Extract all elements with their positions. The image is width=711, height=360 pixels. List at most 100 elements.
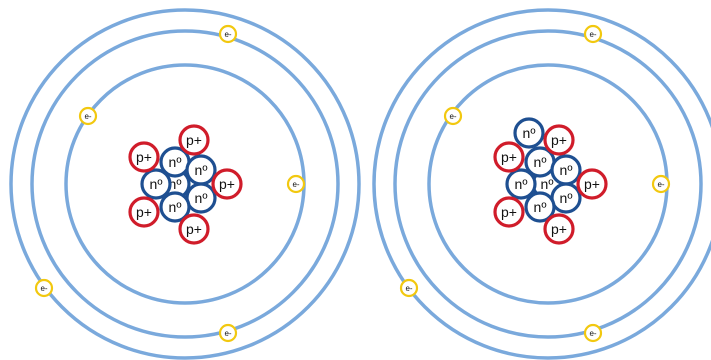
neutron-label: nº [523, 125, 536, 141]
electron-2: e- [78, 106, 98, 126]
electron-ring [34, 278, 54, 298]
proton-ring [576, 168, 608, 200]
neutron-5: nº [505, 168, 537, 200]
electron-label: e- [657, 180, 664, 189]
proton-label: p+ [136, 204, 152, 220]
electron-label: e- [84, 112, 91, 121]
neutron-label: nº [515, 176, 528, 192]
neutron-ring [140, 168, 172, 200]
neutron-6: nº [159, 191, 191, 223]
electron-3: e- [286, 174, 306, 194]
electron-1: e- [218, 24, 238, 44]
neutron-label: nº [169, 154, 182, 170]
electron-ring [583, 323, 603, 343]
proton-label: p+ [501, 149, 517, 165]
proton-label: p+ [186, 132, 202, 148]
proton-label: p+ [186, 221, 202, 237]
electron-4: e- [34, 278, 54, 298]
electron-label: e- [405, 284, 412, 293]
electron-ring [443, 106, 463, 126]
proton-1: p+ [543, 124, 575, 156]
neutron-5: nº [185, 182, 217, 214]
proton-ring [543, 124, 575, 156]
proton-ring [178, 213, 210, 245]
neutron-label: nº [169, 176, 182, 192]
electron-label: e- [589, 329, 596, 338]
proton-label: p+ [219, 176, 235, 192]
neutron-2: nº [513, 117, 545, 149]
neutron-2: nº [159, 146, 191, 178]
proton-ring [128, 196, 160, 228]
electron-ring [583, 24, 603, 44]
neutron-label: nº [150, 176, 163, 192]
electron-label: e- [224, 30, 231, 39]
electron-ring [286, 174, 306, 194]
orbit-2 [30, 29, 340, 339]
electron-label: e- [292, 180, 299, 189]
orbit-3 [9, 8, 361, 360]
electron-1: e- [583, 24, 603, 44]
proton-5: p+ [178, 213, 210, 245]
neutron-label: nº [541, 176, 554, 192]
proton-4: p+ [128, 196, 160, 228]
proton-ring [211, 168, 243, 200]
neutron-ring [524, 191, 556, 223]
electron-label: e- [224, 329, 231, 338]
neutron-label: nº [534, 154, 547, 170]
neutron-label: nº [560, 190, 573, 206]
neutron-6: nº [550, 182, 582, 214]
proton-label: p+ [584, 176, 600, 192]
electron-ring [218, 323, 238, 343]
proton-label: p+ [551, 132, 567, 148]
proton-label: p+ [551, 221, 567, 237]
proton-1: p+ [178, 124, 210, 156]
electron-ring [399, 278, 419, 298]
neutron-ring [159, 191, 191, 223]
electrons: e-e-e-e-e- [399, 24, 671, 343]
proton-ring [128, 141, 160, 173]
neutron-label: nº [169, 199, 182, 215]
proton-3: p+ [211, 168, 243, 200]
proton-ring [543, 213, 575, 245]
electron-ring [78, 106, 98, 126]
electron-4: e- [399, 278, 419, 298]
proton-label: p+ [501, 204, 517, 220]
electrons: e-e-e-e-e- [34, 24, 306, 343]
electron-label: e- [40, 284, 47, 293]
orbit-3 [372, 8, 711, 360]
electron-5: e- [583, 323, 603, 343]
electron-5: e- [218, 323, 238, 343]
neutron-ring [505, 168, 537, 200]
neutron-ring [513, 117, 545, 149]
proton-ring [493, 196, 525, 228]
electron-2: e- [443, 106, 463, 126]
electron-label: e- [449, 112, 456, 121]
proton-2: p+ [128, 141, 160, 173]
neutron-3: nº [185, 154, 217, 186]
proton-4: p+ [493, 196, 525, 228]
electron-label: e- [589, 30, 596, 39]
proton-ring [178, 124, 210, 156]
neutron-label: nº [560, 162, 573, 178]
electron-3: e- [651, 174, 671, 194]
neutron-7: nº [524, 191, 556, 223]
proton-2: p+ [493, 141, 525, 173]
proton-ring [493, 141, 525, 173]
neutron-4: nº [140, 168, 172, 200]
orbit-2 [393, 29, 703, 339]
neutron-label: nº [195, 162, 208, 178]
electron-ring [651, 174, 671, 194]
neutron-label: nº [534, 199, 547, 215]
proton-5: p+ [543, 213, 575, 245]
electron-ring [218, 24, 238, 44]
neutron-label: nº [195, 190, 208, 206]
proton-label: p+ [136, 149, 152, 165]
proton-3: p+ [576, 168, 608, 200]
neutron-4: nº [550, 154, 582, 186]
